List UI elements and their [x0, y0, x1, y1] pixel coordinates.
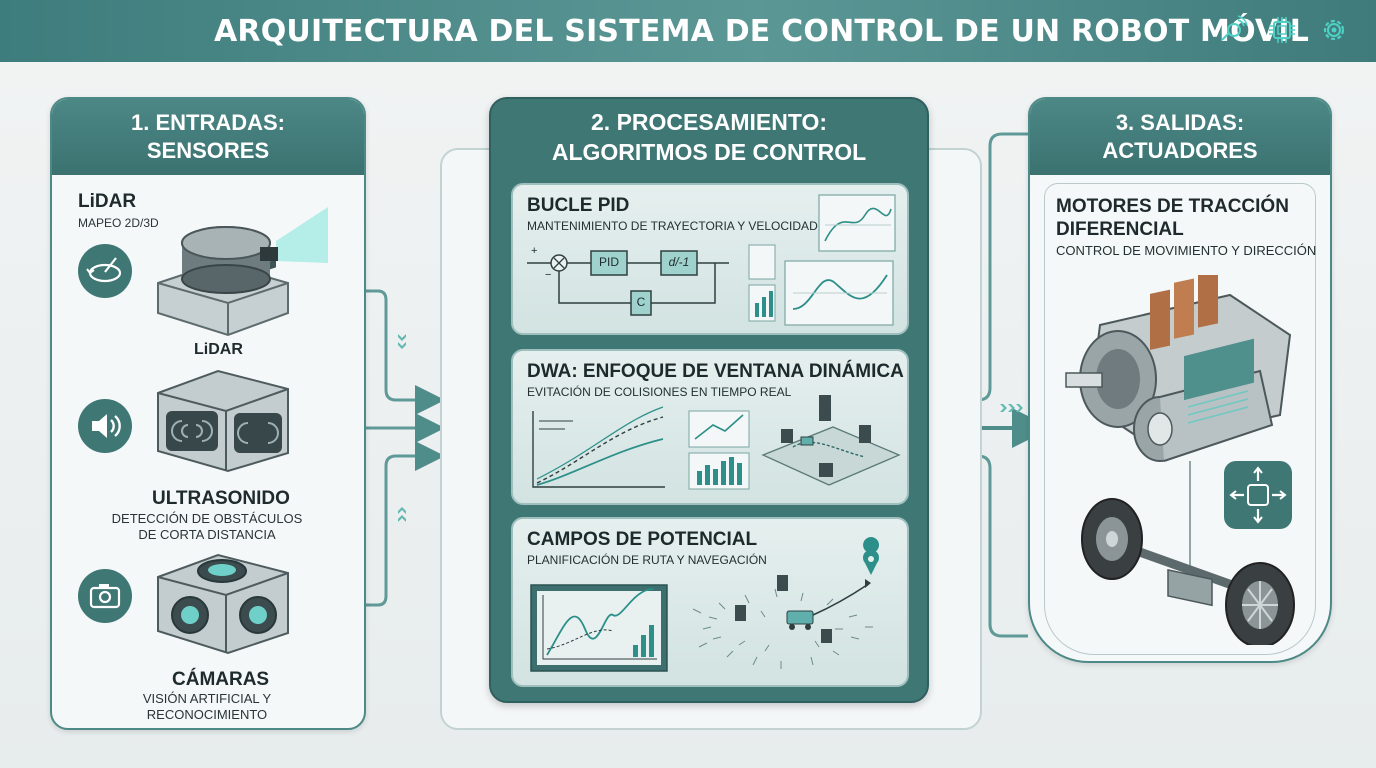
pid-title: BUCLE PID: [527, 195, 630, 216]
chip-icon: [1269, 17, 1295, 43]
lidar-device-label: LiDAR: [194, 341, 243, 358]
processing-panel: 2. PROCESAMIENTO: ALGORITMOS DE CONTROL …: [489, 97, 929, 703]
dwa-card: DWA: ENFOQUE DE VENTANA DINÁMICA EVITACI…: [511, 349, 909, 505]
pid-sum-minus: −: [545, 269, 552, 281]
ultrasound-subtitle: DETECCIÓN DE OBSTÁCULOS DE CORTA DISTANC…: [92, 511, 322, 543]
camera-icon-badge: [78, 569, 132, 623]
actuator-title-line1: MOTORES DE TRACCIÓN: [1056, 196, 1289, 217]
camera-subtitle: VISIÓN ARTIFICIAL Y RECONOCIMIENTO: [92, 691, 322, 723]
ultrasound-name: ULTRASONIDO: [152, 488, 290, 509]
pid-sum-plus: +: [531, 245, 538, 257]
camera-subtitle-line2: RECONOCIMIENTO: [146, 707, 268, 722]
pid-card: BUCLE PID MANTENIMIENTO DE TRAYECTORIA Y…: [511, 183, 909, 335]
plant-block-label: d/-1: [668, 255, 690, 269]
inputs-title-line1: 1. ENTRADAS:: [130, 110, 285, 135]
outputs-title-line2: ACTUADORES: [1102, 138, 1258, 163]
arrow-lidar-to-processing: [288, 289, 445, 415]
page-title: ARQUITECTURA DEL SISTEMA DE CONTROL DE U…: [214, 14, 1310, 49]
processing-header: 2. PROCESAMIENTO: ALGORITMOS DE CONTROL: [491, 99, 927, 175]
potential-fields-card: CAMPOS DE POTENCIAL PLANIFICACIÓN DE RUT…: [511, 517, 909, 687]
outputs-panel: 3. SALIDAS: ACTUADORES MOTORES DE TRACCI…: [1028, 97, 1332, 663]
pid-block-label: PID: [598, 255, 619, 269]
ultrasound-subtitle-line2: DE CORTA DISTANCIA: [138, 527, 276, 542]
potential-subtitle: PLANIFICACIÓN DE RUTA Y NAVEGACIÓN: [527, 553, 767, 567]
header-bar: ARQUITECTURA DEL SISTEMA DE CONTROL DE U…: [0, 0, 1376, 62]
pid-block-diagram: [527, 194, 896, 326]
inputs-title-line2: SENSORES: [146, 138, 270, 163]
lidar-device: [157, 207, 328, 337]
feedback-block-label: C: [636, 295, 646, 309]
pid-subtitle: MANTENIMIENTO DE TRAYECTORIA Y VELOCIDAD: [527, 219, 818, 233]
lidar-name: LiDAR: [78, 191, 137, 212]
dwa-title: DWA: ENFOQUE DE VENTANA DINÁMICA: [527, 361, 904, 382]
processing-title-line2: ALGORITMOS DE CONTROL: [551, 139, 867, 165]
camera-subtitle-line1: VISIÓN ARTIFICIAL Y: [142, 691, 272, 706]
steering-arrows-icon: [1229, 466, 1287, 524]
arrow-camera-to-processing: [288, 441, 445, 607]
potential-title: CAMPOS DE POTENCIAL: [527, 529, 758, 550]
rotation-scan-icon: [86, 257, 122, 283]
ultrasound-icon-badge: [78, 399, 132, 453]
actuator-title: MOTORES DE TRACCIÓN DIFERENCIAL: [1056, 195, 1289, 241]
dwa-illustration: [532, 395, 901, 490]
potential-fields-illustration: [530, 537, 880, 672]
processing-title-line1: 2. PROCESAMIENTO:: [591, 109, 827, 135]
steering-badge: [1224, 461, 1292, 529]
inputs-header: 1. ENTRADAS: SENSORES: [52, 99, 364, 175]
lidar-subtitle: MAPEO 2D/3D: [78, 216, 159, 230]
outputs-header: 3. SALIDAS: ACTUADORES: [1030, 99, 1330, 175]
ultrasound-device: [157, 369, 289, 473]
sensor-signal-icon: [1221, 15, 1248, 41]
camera-icon: [89, 584, 121, 609]
dwa-subtitle: EVITACIÓN DE COLISIONES EN TIEMPO REAL: [527, 385, 792, 399]
gear-icon: [1323, 19, 1345, 41]
lidar-icon-badge: [78, 244, 132, 298]
differential-motors-illustration: [1065, 275, 1295, 645]
actuator-subtitle: CONTROL DE MOVIMIENTO Y DIRECCIÓN: [1056, 243, 1317, 258]
camera-name: CÁMARAS: [172, 669, 270, 690]
inputs-panel: 1. ENTRADAS: SENSORES LiDAR MAPEO 2D/3D: [50, 97, 366, 730]
actuator-title-line2: DIFERENCIAL: [1056, 219, 1184, 240]
outputs-title-line1: 3. SALIDAS:: [1115, 110, 1245, 135]
camera-device: [157, 553, 289, 655]
actuator-frame: [1044, 183, 1316, 655]
speaker-waves-icon: [92, 414, 121, 438]
ultrasound-subtitle-line1: DETECCIÓN DE OBSTÁCULOS: [111, 511, 303, 526]
